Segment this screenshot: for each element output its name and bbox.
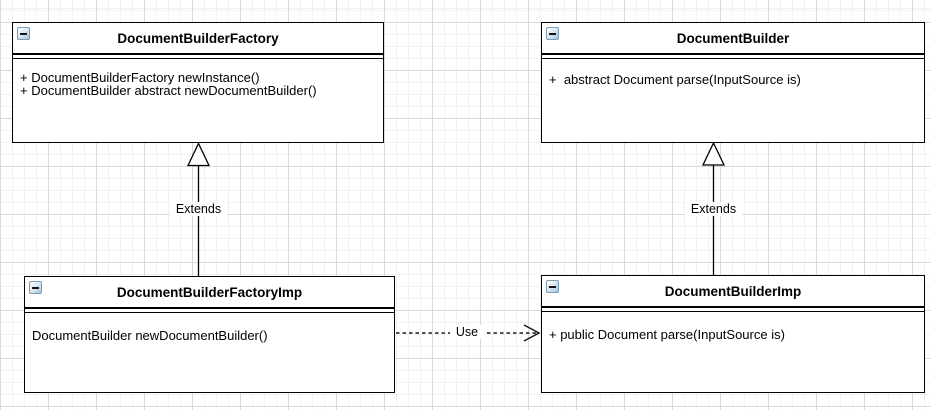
class-title-bar: DocumentBuilderFactoryImp	[25, 277, 394, 309]
class-title: DocumentBuilderFactory	[117, 30, 279, 46]
member-line: + DocumentBuilder abstract newDocumentBu…	[20, 83, 317, 99]
minus-glyph	[549, 32, 556, 35]
members-compartment: + public Document parse(InputSource is)	[542, 312, 924, 342]
class-title-bar: DocumentBuilder	[542, 23, 924, 55]
class-documentbuilderfactory[interactable]: DocumentBuilderFactory + DocumentBuilder…	[12, 22, 384, 143]
collapse-minus-icon[interactable]	[29, 281, 42, 294]
open-chevron-arrowhead	[523, 324, 541, 342]
minus-glyph	[20, 32, 27, 35]
class-title: DocumentBuilder	[676, 30, 790, 46]
class-documentbuilderfactoryimp[interactable]: DocumentBuilderFactoryImp DocumentBuilde…	[24, 276, 395, 393]
extends-label-right: Extends	[685, 202, 742, 216]
class-title: DocumentBuilderImp	[664, 283, 802, 299]
members-compartment: + abstract Document parse(InputSource is…	[542, 59, 924, 87]
use-label: Use	[450, 325, 484, 339]
members-compartment: + DocumentBuilderFactory newInstance() +…	[13, 59, 383, 98]
generalization-connector-left[interactable]	[186, 141, 211, 277]
member-line: + public Document parse(InputSource is)	[549, 326, 785, 342]
collapse-minus-icon[interactable]	[17, 27, 30, 40]
class-title-bar: DocumentBuilderFactory	[13, 23, 383, 55]
compartment-divider	[542, 55, 924, 59]
class-documentbuilder[interactable]: DocumentBuilder + abstract Document pars…	[541, 22, 925, 143]
minus-glyph	[32, 286, 39, 289]
minus-glyph	[549, 285, 556, 288]
hollow-triangle-arrowhead	[701, 141, 726, 166]
member-line: + abstract Document parse(InputSource is…	[549, 71, 801, 87]
extends-label-left: Extends	[170, 202, 227, 216]
class-title-bar: DocumentBuilderImp	[542, 276, 924, 308]
collapse-minus-icon[interactable]	[546, 280, 559, 293]
member-line: DocumentBuilder newDocumentBuilder()	[32, 327, 268, 343]
hollow-triangle-arrowhead	[186, 141, 211, 167]
members-compartment: DocumentBuilder newDocumentBuilder()	[25, 313, 394, 343]
compartment-divider	[25, 309, 394, 313]
class-title: DocumentBuilderFactoryImp	[116, 284, 303, 300]
collapse-minus-icon[interactable]	[546, 27, 559, 40]
generalization-connector-right[interactable]	[701, 141, 726, 275]
member-line: + DocumentBuilderFactory newInstance()	[20, 69, 260, 85]
dependency-connector-use[interactable]	[396, 324, 541, 342]
compartment-divider	[542, 308, 924, 312]
compartment-divider	[13, 55, 383, 59]
class-documentbuilderimp[interactable]: DocumentBuilderImp + public Document par…	[541, 275, 925, 393]
